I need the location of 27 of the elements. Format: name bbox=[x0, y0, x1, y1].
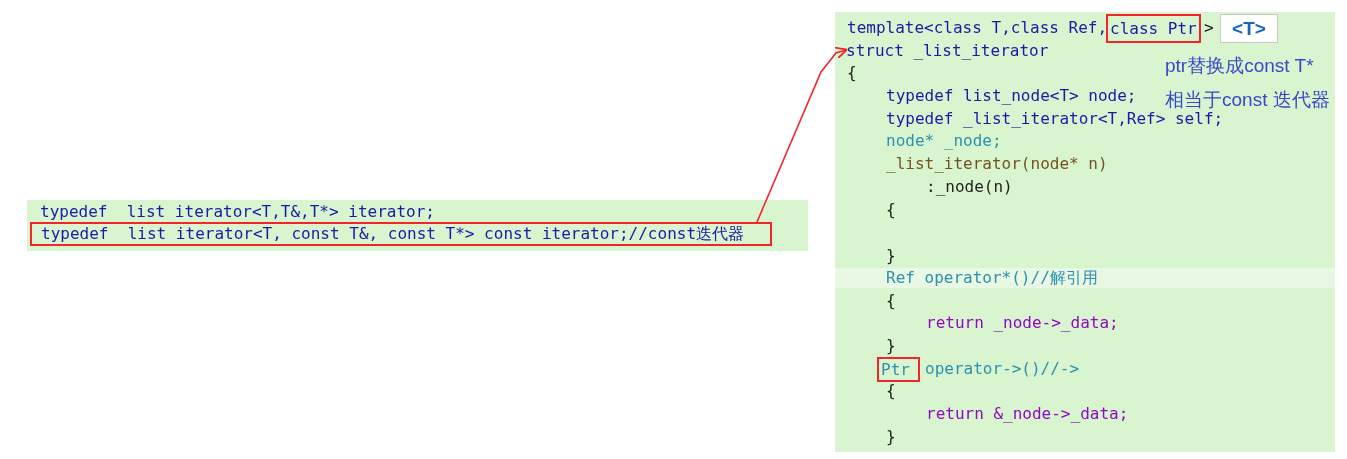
code-line: template<class T,class Ref, bbox=[847, 17, 1108, 39]
arrow bbox=[756, 46, 848, 223]
code-line: operator->()//-> bbox=[925, 358, 1080, 380]
code-line: Ref operator*()//解引用 bbox=[886, 267, 1098, 289]
code-line: } bbox=[886, 245, 896, 267]
code-line: typedef list_node<T> node; bbox=[886, 85, 1137, 107]
code-line: { bbox=[847, 62, 857, 84]
code-line: return _node->_data; bbox=[926, 312, 1119, 334]
code-line: _list_iterator(node* n) bbox=[886, 153, 1108, 175]
highlighted-code: class Ptr bbox=[1106, 14, 1201, 43]
code-line: typedef list iterator<T,T&,T*> iterator; bbox=[40, 201, 435, 223]
code-line: > bbox=[1204, 17, 1214, 39]
highlighted-code: Ptr bbox=[877, 357, 920, 382]
code-line: { bbox=[886, 380, 896, 402]
code-line: } bbox=[886, 335, 896, 357]
code-line: node* _node; bbox=[886, 130, 1002, 152]
code-line: :_node(n) bbox=[926, 176, 1013, 198]
type-chip: <T> bbox=[1220, 14, 1278, 43]
code-line: return &_node->_data; bbox=[926, 403, 1129, 425]
code-line: struct _list_iterator bbox=[846, 39, 1056, 61]
code-line: { bbox=[886, 199, 896, 221]
code-line: } bbox=[886, 426, 896, 448]
code-line: { bbox=[886, 290, 896, 312]
annotation-text: ptr替换成const T* bbox=[1165, 54, 1314, 78]
highlighted-code: typedef list iterator<T, const T&, const T*> const iterator;//const迭代器 bbox=[30, 222, 772, 246]
code-line: typedef _list_iterator<T,Ref> self; bbox=[886, 109, 1224, 130]
annotation-text: 相当于const 迭代器 bbox=[1165, 88, 1330, 112]
